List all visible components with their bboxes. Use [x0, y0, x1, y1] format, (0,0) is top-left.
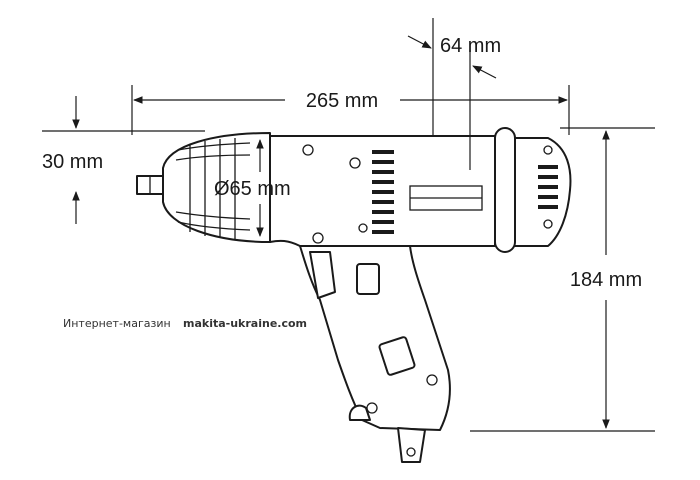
back-offset-dimension — [407, 18, 497, 170]
reverse-switch — [356, 263, 380, 295]
watermark-prefix: Интернет-магазин — [63, 317, 171, 330]
anvil-offset-label: 30 mm — [42, 151, 103, 173]
length-label: 265 mm — [306, 90, 378, 112]
height-dimension — [470, 127, 655, 432]
diameter-label: Ø65 mm — [214, 178, 291, 200]
height-label: 184 mm — [570, 269, 642, 291]
cord-guard — [397, 427, 426, 463]
length-dimension — [131, 85, 570, 135]
handle — [299, 245, 451, 431]
tool-outline — [136, 127, 572, 463]
back-offset-label: 64 mm — [440, 35, 501, 57]
trigger — [309, 251, 336, 299]
anvil-offset-dimension — [42, 96, 205, 224]
watermark-site: makita-ukraine.com — [183, 317, 307, 330]
air-vents — [372, 150, 394, 234]
